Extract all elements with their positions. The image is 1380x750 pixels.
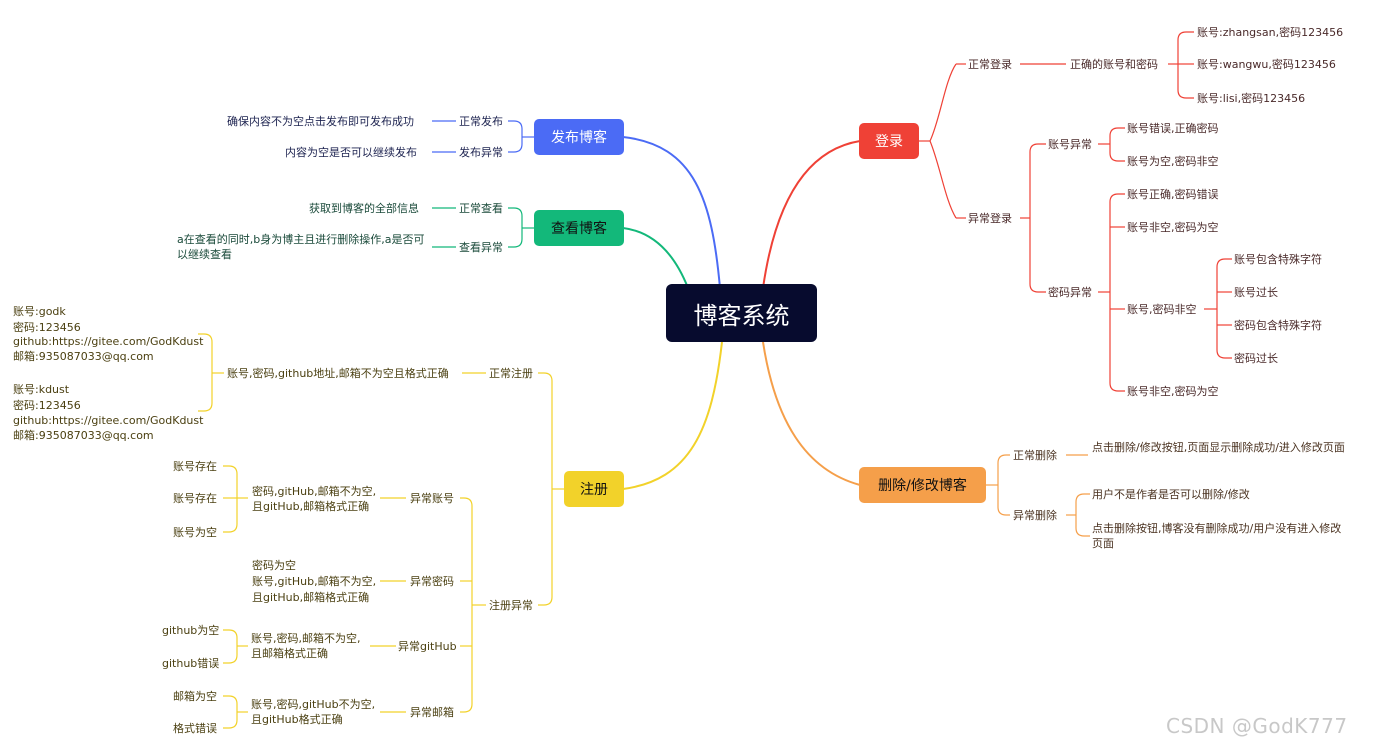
delete-modify-blog-node[interactable]: 删除/修改博客 (859, 467, 986, 503)
register-normal-desc[interactable]: 账号,密码,github地址,邮箱不为空且格式正确 (227, 367, 449, 380)
register-account-error-cond[interactable]: 密码,gitHub,邮箱不为空,且gitHub,邮箱格式正确 (252, 485, 377, 513)
login-correct-credentials-node[interactable]: 正确的账号和密码 (1070, 58, 1158, 71)
login-password-error-item[interactable]: 账号非空,密码为空 (1127, 385, 1219, 398)
delete-normal-node[interactable]: 正常删除 (1013, 449, 1057, 462)
login-account-error-item[interactable]: 账号为空,密码非空 (1127, 155, 1219, 168)
register-password-error-line[interactable]: 账号,gitHub,邮箱不为空, (252, 575, 377, 588)
branch-line-delete (762, 341, 861, 486)
register-account-error-item[interactable]: 账号存在 (173, 460, 217, 473)
login-account-item[interactable]: 账号:wangwu,密码123456 (1197, 58, 1336, 71)
login-nonempty-item[interactable]: 账号过长 (1234, 286, 1278, 299)
register-email-error-cond[interactable]: 账号,密码,gitHub不为空,且gitHub格式正确 (251, 698, 376, 726)
login-nonempty-item[interactable]: 账号包含特殊字符 (1234, 253, 1322, 266)
register-example-line: 密码:123456 (13, 321, 81, 334)
login-nonempty-item[interactable]: 密码包含特殊字符 (1234, 319, 1322, 332)
login-password-error-node[interactable]: 密码异常 (1048, 286, 1092, 299)
login-account-item[interactable]: 账号:lisi,密码123456 (1197, 92, 1306, 105)
publish-blog-node[interactable]: 发布博客 (534, 119, 624, 155)
publish-normal-desc[interactable]: 确保内容不为空点击发布即可发布成功 (227, 115, 414, 128)
login-account-error-node[interactable]: 账号异常 (1048, 138, 1092, 151)
register-password-error-line[interactable]: 且gitHub,邮箱格式正确 (252, 591, 370, 604)
branch-line-login (762, 140, 861, 289)
register-example-line: 账号:kdust (13, 383, 70, 396)
register-example-line: 账号:godk (13, 305, 66, 318)
root-node[interactable]: 博客系统 (666, 284, 817, 342)
register-github-error-node[interactable]: 异常gitHub (398, 640, 457, 653)
view-normal-desc[interactable]: 获取到博客的全部信息 (309, 202, 419, 215)
branch-line-publish (622, 136, 721, 289)
view-blog-node[interactable]: 查看博客 (534, 210, 624, 246)
register-account-error-item[interactable]: 账号为空 (173, 526, 217, 539)
register-github-error-cond[interactable]: 账号,密码,邮箱不为空,且邮箱格式正确 (251, 632, 361, 660)
register-normal-node[interactable]: 正常注册 (489, 367, 533, 380)
login-account-item[interactable]: 账号:zhangsan,密码123456 (1197, 26, 1344, 39)
watermark: CSDN @GodK777 (1166, 714, 1348, 738)
register-password-error-node[interactable]: 异常密码 (410, 575, 454, 588)
view-abnormal-node[interactable]: 查看异常 (459, 241, 503, 254)
login-password-error-item[interactable]: 账号非空,密码为空 (1127, 221, 1219, 234)
publish-abnormal-desc[interactable]: 内容为空是否可以继续发布 (285, 146, 417, 159)
login-nonempty-node[interactable]: 账号,密码非空 (1127, 303, 1197, 316)
branch-line-view (622, 227, 689, 289)
register-account-error-node[interactable]: 异常账号 (410, 492, 454, 505)
register-email-error-item[interactable]: 格式错误 (173, 722, 217, 735)
delete-abnormal-node[interactable]: 异常删除 (1013, 509, 1057, 522)
register-example-line: github:https://gitee.com/GodKdust (13, 414, 204, 427)
delete-abnormal-item[interactable]: 用户不是作者是否可以删除/修改 (1092, 488, 1250, 501)
publish-normal-node[interactable]: 正常发布 (459, 115, 503, 128)
register-example-line: 邮箱:935087033@qq.com (13, 429, 154, 442)
register-github-error-item[interactable]: github为空 (162, 624, 220, 637)
login-nonempty-item[interactable]: 密码过长 (1234, 352, 1278, 365)
register-abnormal-node[interactable]: 注册异常 (489, 599, 533, 612)
delete-normal-desc[interactable]: 点击删除/修改按钮,页面显示删除成功/进入修改页面 (1092, 441, 1345, 454)
register-example-line: 邮箱:935087033@qq.com (13, 350, 154, 363)
login-password-error-item[interactable]: 账号正确,密码错误 (1127, 188, 1219, 201)
view-normal-node[interactable]: 正常查看 (459, 202, 503, 215)
register-email-error-item[interactable]: 邮箱为空 (173, 690, 217, 703)
login-normal-node[interactable]: 正常登录 (968, 58, 1012, 71)
branch-line-register (622, 341, 723, 490)
login-node[interactable]: 登录 (859, 123, 919, 159)
login-account-error-item[interactable]: 账号错误,正确密码 (1127, 122, 1219, 135)
login-abnormal-node[interactable]: 异常登录 (968, 212, 1012, 225)
register-password-error-line[interactable]: 密码为空 (252, 559, 296, 572)
register-account-error-item[interactable]: 账号存在 (173, 492, 217, 505)
view-abnormal-desc[interactable]: a在查看的同时,b身为博主且进行删除操作,a是否可以继续查看 (177, 233, 425, 261)
register-example-line: github:https://gitee.com/GodKdust (13, 335, 204, 348)
register-node[interactable]: 注册 (564, 471, 624, 507)
register-email-error-node[interactable]: 异常邮箱 (410, 706, 454, 719)
register-example-line: 密码:123456 (13, 399, 81, 412)
delete-abnormal-item[interactable]: 点击删除按钮,博客没有删除成功/用户没有进入修改页面 (1092, 522, 1342, 550)
register-github-error-item[interactable]: github错误 (162, 657, 220, 670)
publish-abnormal-node[interactable]: 发布异常 (459, 146, 503, 159)
